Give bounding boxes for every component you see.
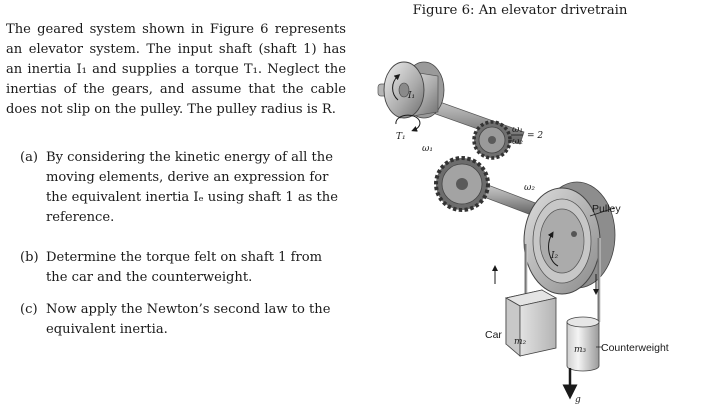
pulley-leader-line (589, 207, 615, 217)
w1-label: ω₁ (422, 144, 433, 154)
gravity-label: g (575, 395, 581, 405)
part-a-text: By considering the kinetic energy of all… (46, 150, 338, 225)
part-c-text: Now apply the Newton’s second law to the… (46, 302, 331, 337)
car-label: Car (485, 329, 502, 341)
part-c: (c) Now apply the Newton’s second law to… (20, 300, 346, 340)
t1-label: T₁ (396, 132, 406, 142)
counterweight-label: Counterweight (601, 342, 669, 354)
problem-parts-list: (a) By considering the kinetic energy of… (20, 148, 346, 340)
w2-label: ω₂ (524, 183, 535, 193)
part-b: (b) Determine the torque felt on shaft 1… (20, 248, 346, 288)
i1-label: I₁ (407, 91, 415, 101)
ratio-equals: = 2 (527, 131, 543, 141)
pulley-label: Pulley (592, 203, 621, 215)
car-block (504, 289, 558, 357)
m2-label: m₂ (514, 337, 527, 347)
i1-rotation-arrow (392, 74, 401, 101)
part-b-label: (b) (20, 250, 39, 265)
i2-label: I₂ (550, 251, 559, 261)
m3-label: m₃ (574, 345, 587, 355)
counterweight-cylinder (566, 316, 600, 372)
elevator-drivetrain-figure: I₁ T₁ ω₁ ω₁ ω₂ = 2 ω₂ I₂ Pulley (377, 61, 669, 405)
part-a-label: (a) (20, 150, 39, 165)
figure-caption: Figure 6: An elevator drivetrain (412, 3, 628, 18)
small-gear (472, 120, 512, 160)
cables (524, 238, 601, 322)
part-c-label: (c) (20, 302, 38, 317)
large-gear (434, 156, 490, 212)
t1-torque-arrow (395, 114, 421, 132)
ratio-numerator: ω₁ (512, 125, 523, 135)
pulley (523, 181, 616, 295)
part-a: (a) By considering the kinetic energy of… (20, 148, 346, 228)
i2-rotation-arrow (547, 231, 559, 267)
part-b-text: Determine the torque felt on shaft 1 fro… (46, 250, 323, 285)
problem-intro: The geared system shown in Figure 6 repr… (6, 22, 346, 117)
ratio-denominator: ω₂ (512, 137, 523, 147)
